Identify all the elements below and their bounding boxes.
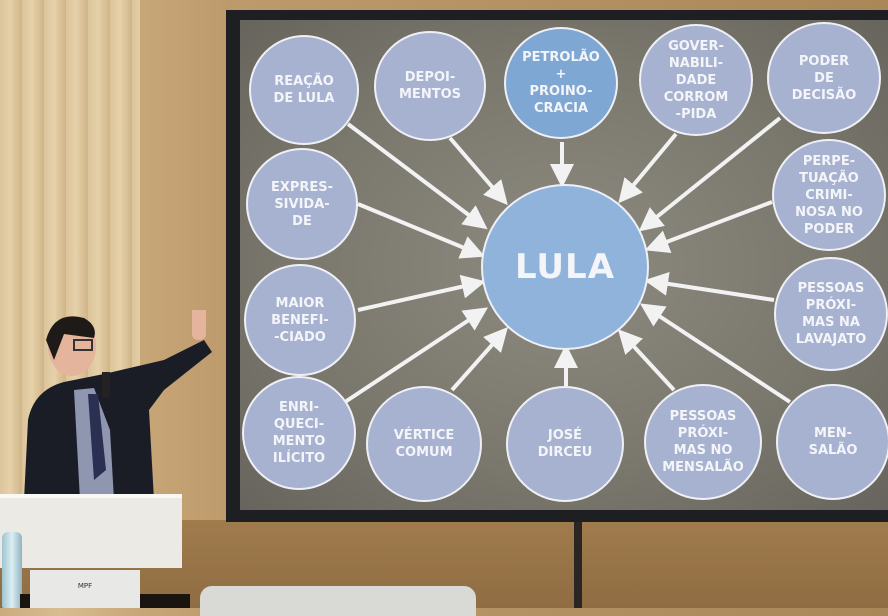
node-governabilidade: GOVER- NABILI- DADE CORROM -PIDA [639,24,753,136]
arrow [644,200,773,253]
projector [200,586,476,616]
arrow [638,116,782,232]
node-perpetuacao: PERPE- TUAÇÃO CRIMI- NOSA NO PODER [772,139,886,251]
screen-stand [574,522,582,608]
arrow [448,136,508,206]
node-poder-de-decisao: PODER DE DECISÃO [767,22,881,134]
water-bottle [2,532,22,608]
arrow [340,307,489,406]
arrow [617,329,676,392]
node-maior-beneficiado: MAIOR BENEFI- -CIADO [244,264,356,376]
node-jose-dirceu: JOSÉ DIRCEU [506,386,624,502]
node-enriquecimento: ENRI- QUECI- MENTO ILÍCITO [242,376,356,490]
node-center-lula: LULA [481,184,649,350]
node-petrolao: PETROLÃO + PROINO- CRACIA [504,27,618,139]
arrow [346,122,488,230]
arrow [357,274,486,312]
node-mensalao: MEN- SALÃO [776,384,888,500]
node-pessoas-mensalao: PESSOAS PRÓXI- MAS NO MENSALÃO [644,384,762,500]
presenter [24,310,212,500]
arrow [357,202,486,259]
arrow [644,271,775,302]
node-depoimentos: DEPOI- MENTOS [374,31,486,141]
podium [0,494,182,568]
arrow [450,327,508,392]
node-expressividade: EXPRES- SIVIDA- DE [246,148,358,260]
arrow [618,132,678,204]
node-reacao-de-lula: REAÇÃO DE LULA [249,35,359,145]
arrow [639,303,792,404]
podium-sign: MPF [30,570,140,608]
node-vertice-comum: VÉRTICE COMUM [366,386,482,502]
node-pessoas-lavajato: PESSOAS PRÓXI- MAS NA LAVAJATO [774,257,888,371]
